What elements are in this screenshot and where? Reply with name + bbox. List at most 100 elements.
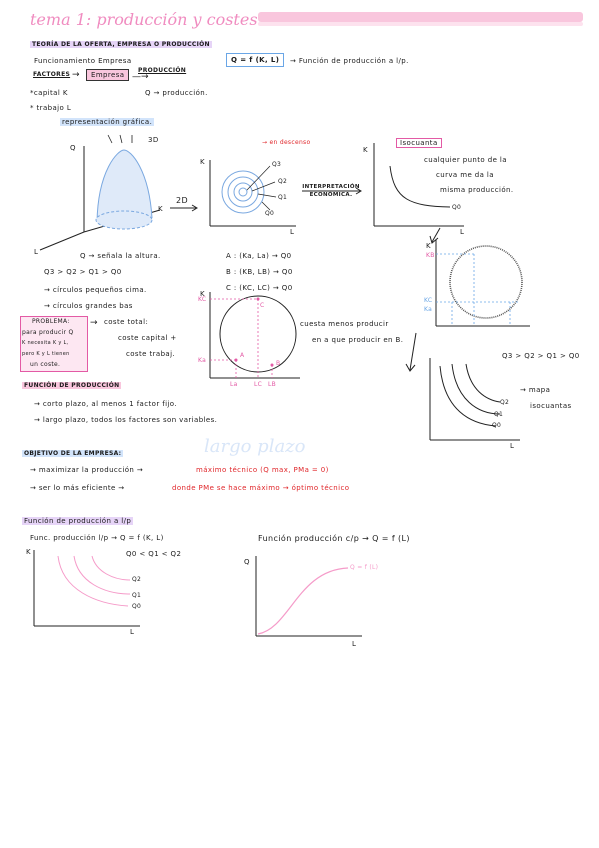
isocuanta-desc-3: misma producción.: [440, 186, 514, 194]
funcionamiento-label: Funcionamiento Empresa: [34, 57, 132, 65]
objetivo-line2-red: donde PMe se hace máximo → óptimo técnic…: [172, 484, 350, 492]
cp-curve-label: Q = f (L): [350, 564, 379, 571]
axis-l-iso: L: [460, 228, 465, 236]
abc-c: C: [260, 302, 265, 309]
largo-plazo-title: largo plazo: [204, 436, 306, 457]
abc-lc: LC: [254, 381, 263, 388]
right-ka: Ka: [424, 306, 433, 313]
objetivo-line2-black: → ser lo más eficiente →: [30, 484, 125, 492]
axis-k-right: K: [426, 242, 431, 250]
axis-k-abc: K: [200, 290, 205, 298]
mapa-label-2: isocuantas: [530, 402, 572, 410]
title-highlight-2: [258, 22, 583, 26]
largo-plazo-line: → largo plazo, todos los factores son va…: [34, 416, 218, 424]
lp-q1: Q1: [132, 592, 142, 599]
formula-box: Q = f (K, L): [226, 53, 285, 67]
abc-kc: KC: [198, 296, 207, 303]
axis-q-3d: Q: [70, 144, 76, 152]
arrow-factores: →: [72, 70, 80, 80]
lp-axis-l: L: [130, 628, 135, 636]
cuesta-menos-1: cuesta menos producir: [300, 320, 389, 328]
problema-box: [20, 316, 88, 372]
right-kb: KB: [426, 252, 435, 259]
func-cp: Función producción c/p → Q = f (L): [258, 534, 410, 543]
q-senala: Q → señala la altura.: [80, 252, 161, 260]
contour-q2: Q2: [278, 178, 288, 185]
arrow-problema: →: [90, 318, 98, 328]
problema-2: para producir Q: [22, 329, 74, 336]
mapa-order: Q3 > Q2 > Q1 > Q0: [502, 352, 580, 360]
right-kc: KC: [424, 297, 433, 304]
isocuanta-title: Isocuanta: [396, 138, 442, 148]
lp-axis-k: K: [26, 548, 31, 556]
mapa-q0: Q0: [492, 422, 502, 429]
empresa-box: Empresa: [86, 69, 130, 81]
section-heading-lp: Función de producción a l/p: [22, 517, 134, 525]
cp-axis-q: Q: [244, 558, 250, 566]
isocuanta-desc-2: curva me da la: [436, 171, 494, 179]
func-lp: Func. producción l/p → Q = f (K, L): [30, 534, 164, 542]
iso-q0: Q0: [452, 204, 462, 211]
circ-peq: → círculos pequeños cima.: [44, 286, 147, 294]
coste-total: coste total:: [104, 318, 149, 326]
en-descenso: → en descenso: [262, 139, 311, 146]
mapa-label-1: → mapa: [520, 386, 551, 394]
abc-la: La: [230, 381, 238, 388]
objetivo-line1-red: máximo técnico (Q max, PMa = 0): [196, 466, 329, 474]
mapa-q1: Q1: [494, 411, 504, 418]
label-2d: 2D: [176, 196, 189, 205]
produccion-label: PRODUCCIÓN: [138, 67, 187, 74]
problema-1: PROBLEMA:: [32, 318, 70, 325]
axis-k-iso: K: [363, 146, 368, 154]
problema-5: un coste.: [30, 361, 61, 368]
circ-gra: → círculos grandes bas: [44, 302, 133, 310]
coste-capital: coste capital +: [118, 334, 177, 342]
contour-q3: Q3: [272, 161, 282, 168]
abc-b: B: [276, 360, 281, 367]
title-highlight: [258, 12, 583, 22]
cuesta-menos-2: en a que producir en B.: [312, 336, 404, 344]
problema-3: K necesita K y L,: [22, 340, 69, 346]
section-heading-objetivo: OBJETIVO DE LA EMPRESA:: [22, 450, 124, 457]
isocuanta-desc-1: cualquier punto de la: [424, 156, 507, 164]
mapa-q2: Q2: [500, 399, 510, 406]
axis-k-contour: K: [200, 158, 205, 166]
abc-lb: LB: [268, 381, 277, 388]
interp-label: INTERPRETACIÓN ECONÓMICA.: [302, 184, 360, 198]
corto-plazo: → corto plazo, al menos 1 factor fijo.: [34, 400, 177, 408]
orden-q: Q3 > Q2 > Q1 > Q0: [44, 268, 122, 276]
formula-desc: → Función de producción a l/p.: [290, 57, 409, 65]
abc-a: A: [240, 352, 245, 359]
coste-trabajo: coste trabaj.: [126, 350, 176, 358]
capital-label: *capital K: [30, 89, 68, 97]
axis-l-mapa: L: [510, 442, 515, 450]
problema-4: pero K y L tienen: [22, 351, 70, 357]
lp-q2: Q2: [132, 576, 142, 583]
abc-ka: Ka: [198, 357, 207, 364]
label-3d: 3D: [148, 136, 159, 144]
axis-l-3d: L: [34, 248, 39, 256]
lp-q0: Q0: [132, 603, 142, 610]
section-heading-representacion: representación gráfica.: [60, 118, 155, 126]
factores-label: FACTORES: [33, 71, 71, 78]
point-a-def: A : (Ka, La) → Q0: [226, 252, 292, 260]
axis-l-contour: L: [290, 228, 295, 236]
contour-q0: Q0: [265, 210, 275, 217]
lp-order: Q0 < Q1 < Q2: [126, 550, 182, 558]
cp-axis-l: L: [352, 640, 357, 648]
section-heading-funcion: FUNCIÓN DE PRODUCCIÓN: [22, 382, 122, 389]
point-b-def: B : (KB, LB) → Q0: [226, 268, 293, 276]
section-heading-oferta: TEORÍA DE LA OFERTA, EMPRESA O PRODUCCIÓ…: [30, 41, 212, 48]
arrow-produccion: —→: [132, 72, 149, 82]
page-title: tema 1: producción y costes: [30, 10, 258, 29]
contour-q1: Q1: [278, 194, 288, 201]
